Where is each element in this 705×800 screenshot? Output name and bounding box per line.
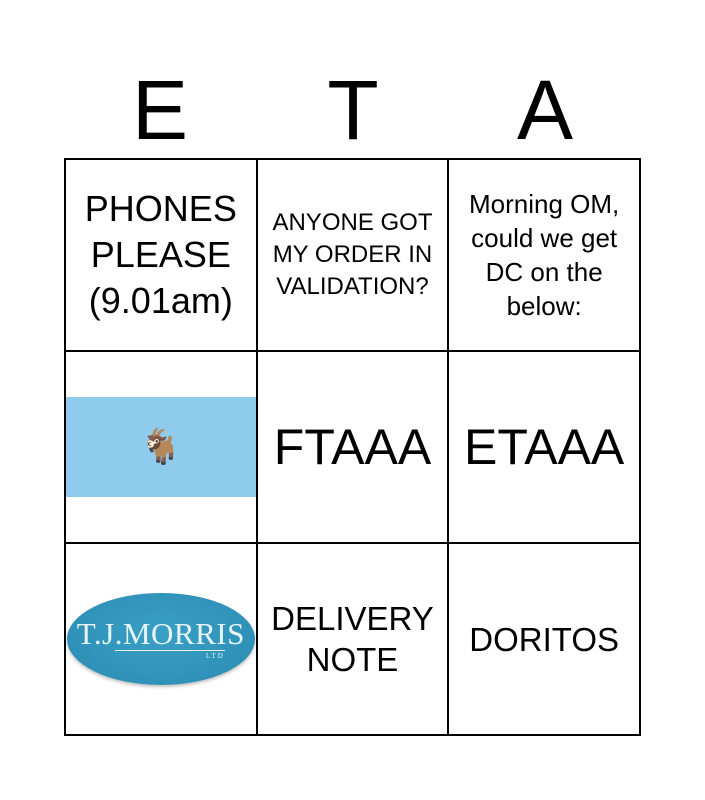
bingo-cell[interactable]: ETAAA — [448, 351, 640, 543]
bingo-cell[interactable]: FTAAA — [256, 351, 449, 543]
cell-text: PHONES PLEASE (9.01am) — [84, 188, 237, 321]
cell-text: DELIVERY NOTE — [271, 600, 434, 678]
bingo-cell[interactable]: T.J.MORRIS LTD — [65, 543, 257, 735]
logo-suffix: LTD — [114, 650, 225, 660]
bingo-grid: PHONES PLEASE (9.01am) ANYONE GOT MY ORD… — [64, 158, 641, 736]
bingo-cell[interactable]: DORITOS — [448, 543, 640, 735]
bingo-cell[interactable]: 🐐 — [65, 351, 257, 543]
logo-name: T.J.MORRIS — [76, 616, 245, 651]
goat-icon: 🐐 — [139, 428, 182, 466]
tj-morris-logo: T.J.MORRIS LTD — [66, 593, 255, 685]
cell-text: ANYONE GOT MY ORDER IN VALIDATION? — [272, 209, 433, 300]
cell-text: DORITOS — [469, 620, 620, 658]
cell-text: FTAAA — [273, 419, 432, 475]
cell-text: Morning OM, could we get DC on the below… — [469, 189, 620, 321]
header-letter-a: A — [516, 63, 574, 157]
bingo-cell[interactable]: DELIVERY NOTE — [256, 543, 449, 735]
bingo-cell[interactable]: Morning OM, could we get DC on the below… — [448, 159, 640, 351]
header-letter-t: T — [327, 63, 379, 157]
cell-text: ETAAA — [464, 419, 625, 475]
goat-image: 🐐 — [66, 397, 256, 497]
bingo-cell[interactable]: PHONES PLEASE (9.01am) — [65, 159, 257, 351]
header-letter-e: E — [131, 63, 189, 157]
bingo-cell[interactable]: ANYONE GOT MY ORDER IN VALIDATION? — [256, 159, 449, 351]
